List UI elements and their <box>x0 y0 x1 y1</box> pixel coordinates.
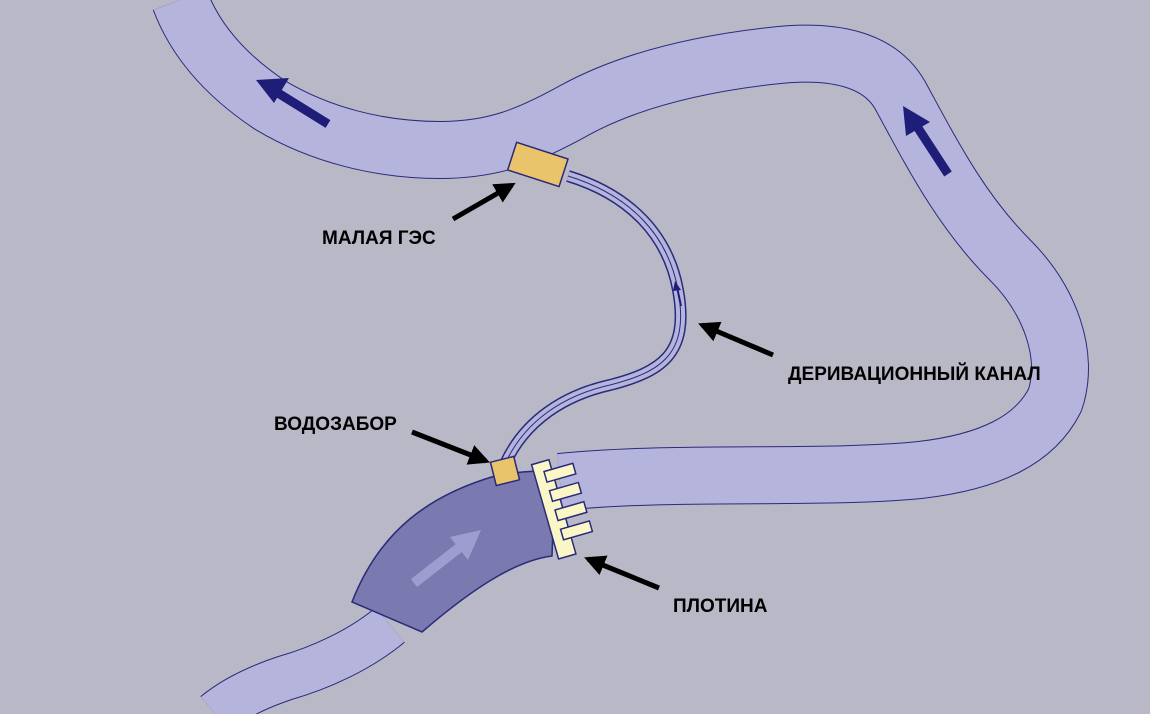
flow-direction-arrow-icon <box>410 530 481 587</box>
flow-direction-arrow-icon <box>256 78 331 128</box>
small-hpp-building <box>506 141 569 188</box>
derivation-channel-water <box>500 171 686 466</box>
pointer-arrow-icon <box>451 182 516 222</box>
water-intake <box>489 455 521 487</box>
dam <box>530 458 594 560</box>
pointer-arrow-icon <box>698 321 774 358</box>
flow-direction-arrow-icon <box>903 106 952 177</box>
derivation-channel-centerline <box>504 175 682 465</box>
river-main-water <box>153 0 1088 510</box>
label-small-hpp: МАЛАЯ ГЭС <box>322 228 436 249</box>
label-water-intake: ВОДОЗАБОР <box>274 414 397 435</box>
label-derivation-channel: ДЕРИВАЦИОННЫЙ КАНАЛ <box>788 363 1041 385</box>
pointer-arrow-icon <box>584 555 660 591</box>
flow-direction-arrow-icon <box>673 281 682 307</box>
pointer-arrow-icon <box>411 429 490 465</box>
label-dam: ПЛОТИНА <box>673 596 768 617</box>
river-inflow-water <box>201 607 405 714</box>
